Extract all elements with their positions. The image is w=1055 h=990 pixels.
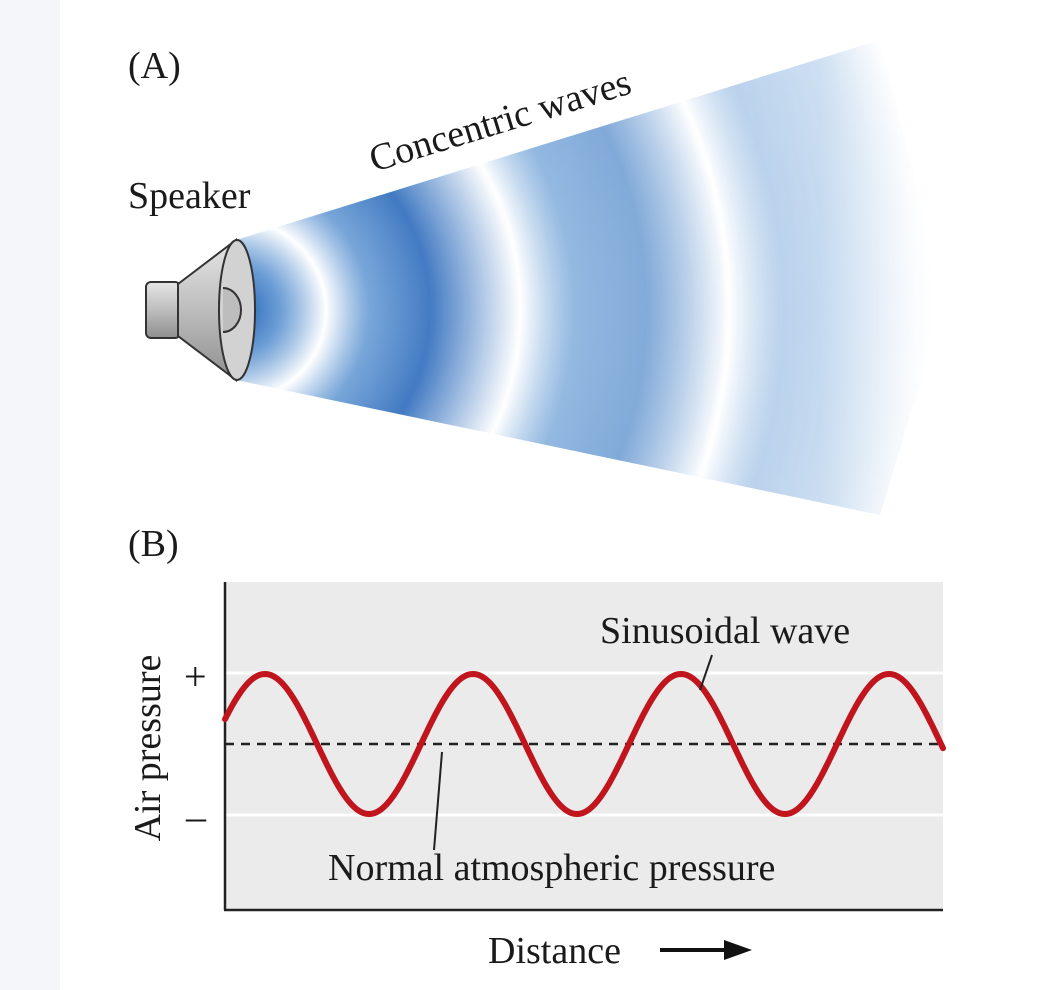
speaker-label: Speaker	[128, 175, 251, 217]
baseline-label: Normal atmospheric pressure	[328, 847, 775, 889]
minus-sign: –	[185, 794, 207, 839]
panel-a-label: (A)	[128, 45, 181, 87]
x-axis-label: Distance	[488, 930, 621, 972]
arrow-right-icon	[660, 940, 752, 960]
panel-b-label: (B)	[128, 523, 179, 565]
sinusoidal-wave-leader	[699, 654, 713, 691]
baseline-leader	[433, 751, 443, 851]
concentric-wave-cone	[236, 40, 945, 515]
plot-area	[225, 582, 943, 910]
y-axis-label: Air pressure	[127, 655, 169, 842]
speaker-icon	[145, 237, 256, 383]
plus-sign: +	[184, 654, 207, 699]
page-side-strip	[0, 0, 60, 990]
sinusoidal-wave-curve	[222, 670, 946, 818]
sinusoidal-wave-label: Sinusoidal wave	[600, 610, 850, 652]
